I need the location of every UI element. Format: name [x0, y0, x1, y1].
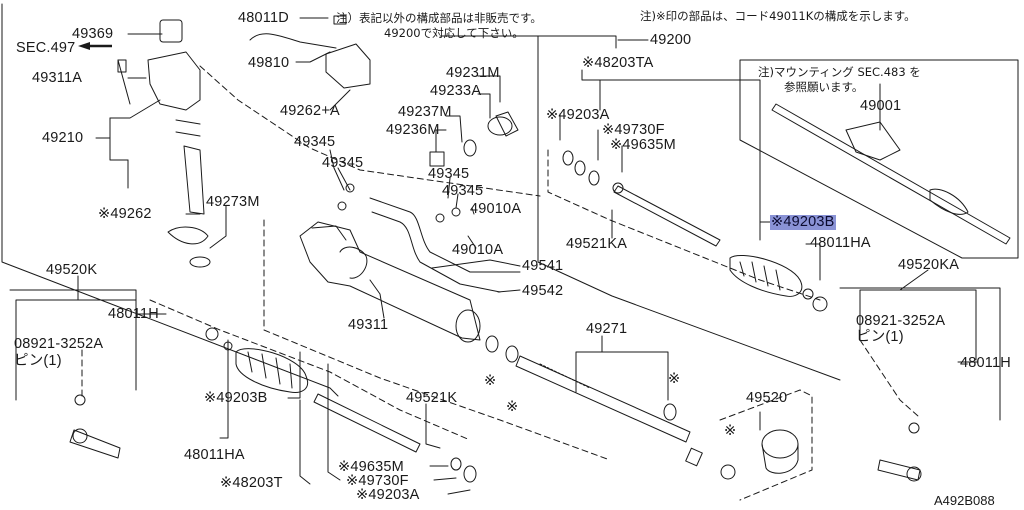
- diagram-code: A492B088: [934, 493, 995, 508]
- hydraulic-line-49542: [371, 211, 501, 293]
- dash-upper: [199, 65, 541, 197]
- frame-49520K: [9, 289, 137, 391]
- hydraulic-line-49541: [369, 197, 521, 273]
- dash-lower: [149, 299, 471, 441]
- label-08921-right: 08921-3252A: [856, 313, 946, 329]
- label-49236M: 49236M: [386, 122, 440, 138]
- asterisk-1: ※: [484, 373, 497, 389]
- dash-inner-right: [547, 149, 821, 301]
- frame-top-line: [439, 35, 617, 49]
- asterisk-4: ※: [724, 423, 737, 439]
- label-49542: 49542: [522, 283, 564, 299]
- label-49635M-lower: ※49635M: [338, 459, 404, 475]
- asterisk-2: ※: [506, 399, 519, 415]
- label-49521K: 49521K: [406, 390, 458, 406]
- rack-bar: [515, 355, 691, 443]
- gear-housing-body: [299, 221, 481, 341]
- label-49810: 49810: [248, 55, 290, 71]
- label-49200: 49200: [650, 32, 692, 48]
- label-49203B-highlighted[interactable]: ※49203B: [770, 214, 836, 230]
- frame-49200: [537, 35, 841, 381]
- note-top-left-line1: 注）表記以外の構成部品は非販売です。: [336, 11, 542, 25]
- label-48011H-right: 48011H: [960, 355, 1011, 371]
- label-49345-c: 49345: [428, 166, 470, 182]
- dash-middle: [263, 219, 611, 461]
- label-49010A-b: 49010A: [452, 242, 504, 258]
- inner-tie-rod-lower: [313, 393, 421, 453]
- label-49730F-upper: ※49730F: [602, 122, 665, 138]
- label-49369: 49369: [72, 26, 114, 42]
- label-48011HA-left: 48011HA: [184, 447, 245, 463]
- inner-tie-rod-upper: [613, 185, 721, 247]
- label-49541: 49541: [522, 258, 564, 274]
- dash-pin-right: [859, 339, 919, 417]
- label-49520KA: 49520KA: [898, 257, 960, 273]
- label-49010A-a: 49010A: [470, 201, 522, 217]
- boot-upper: [729, 254, 803, 297]
- complete-gear-49001: [771, 103, 1011, 245]
- label-49262A: 49262+A: [280, 103, 340, 119]
- tie-rod-end-left: [69, 429, 121, 459]
- label-49210: 49210: [42, 130, 84, 146]
- bushing-49520: [761, 429, 799, 459]
- label-48011H-left: 48011H: [108, 306, 159, 322]
- label-49311A: 49311A: [32, 70, 83, 86]
- label-49520: 49520: [746, 390, 788, 406]
- frame-49001: [739, 59, 1019, 259]
- label-48011HA-right: 48011HA: [810, 235, 871, 251]
- asterisk-3: ※: [668, 371, 681, 387]
- boot-lower: [235, 348, 308, 393]
- label-49521KA: 49521KA: [566, 236, 628, 252]
- label-pin-right: ピン(1): [856, 329, 904, 345]
- label-49345-a: 49345: [294, 134, 336, 150]
- label-49203A-lower: ※49203A: [356, 487, 420, 503]
- frame-49520KA: [839, 287, 1001, 421]
- label-49730F-lower: ※49730F: [346, 473, 409, 489]
- valve-body: [147, 51, 201, 111]
- label-49233A: 49233A: [430, 83, 482, 99]
- label-49635M-upper: ※49635M: [610, 137, 676, 153]
- label-49237M: 49237M: [398, 104, 452, 120]
- label-48203T: ※48203T: [220, 475, 283, 491]
- label-49271: 49271: [586, 321, 628, 337]
- label-48011D: 48011D: [238, 10, 289, 26]
- label-49203B-left: ※49203B: [204, 390, 268, 406]
- label-49273M: 49273M: [206, 194, 260, 210]
- label-sec497: SEC.497: [16, 40, 76, 56]
- label-49001: 49001: [860, 98, 902, 114]
- label-48203TA: ※48203TA: [582, 55, 654, 71]
- label-49345-b: 49345: [322, 155, 364, 171]
- note-mounting-line1: 注)マウンティング SEC.483 を: [758, 65, 921, 79]
- label-49520K: 49520K: [46, 262, 98, 278]
- label-pin-left: ピン(1): [14, 353, 62, 369]
- label-49203A-upper: ※49203A: [546, 107, 610, 123]
- note-top-left-line2: 49200で対応して下さい。: [384, 26, 524, 40]
- gear-housing-end: [455, 309, 481, 343]
- label-49311: 49311: [348, 317, 389, 333]
- label-08921-left: 08921-3252A: [14, 336, 104, 352]
- label-49262: ※49262: [98, 206, 152, 222]
- sensor-49810: [325, 43, 371, 89]
- label-49345-d: 49345: [442, 183, 484, 199]
- label-49231M: 49231M: [446, 65, 500, 81]
- tie-rod-end-right: [877, 459, 921, 481]
- frame-left-upper: [1, 3, 339, 397]
- note-top-right: 注)※印の部品は、コード49011Kの構成を示します。: [640, 9, 916, 23]
- note-mounting-line2: 参照願います。: [784, 80, 864, 94]
- torsion-bar: [183, 145, 205, 215]
